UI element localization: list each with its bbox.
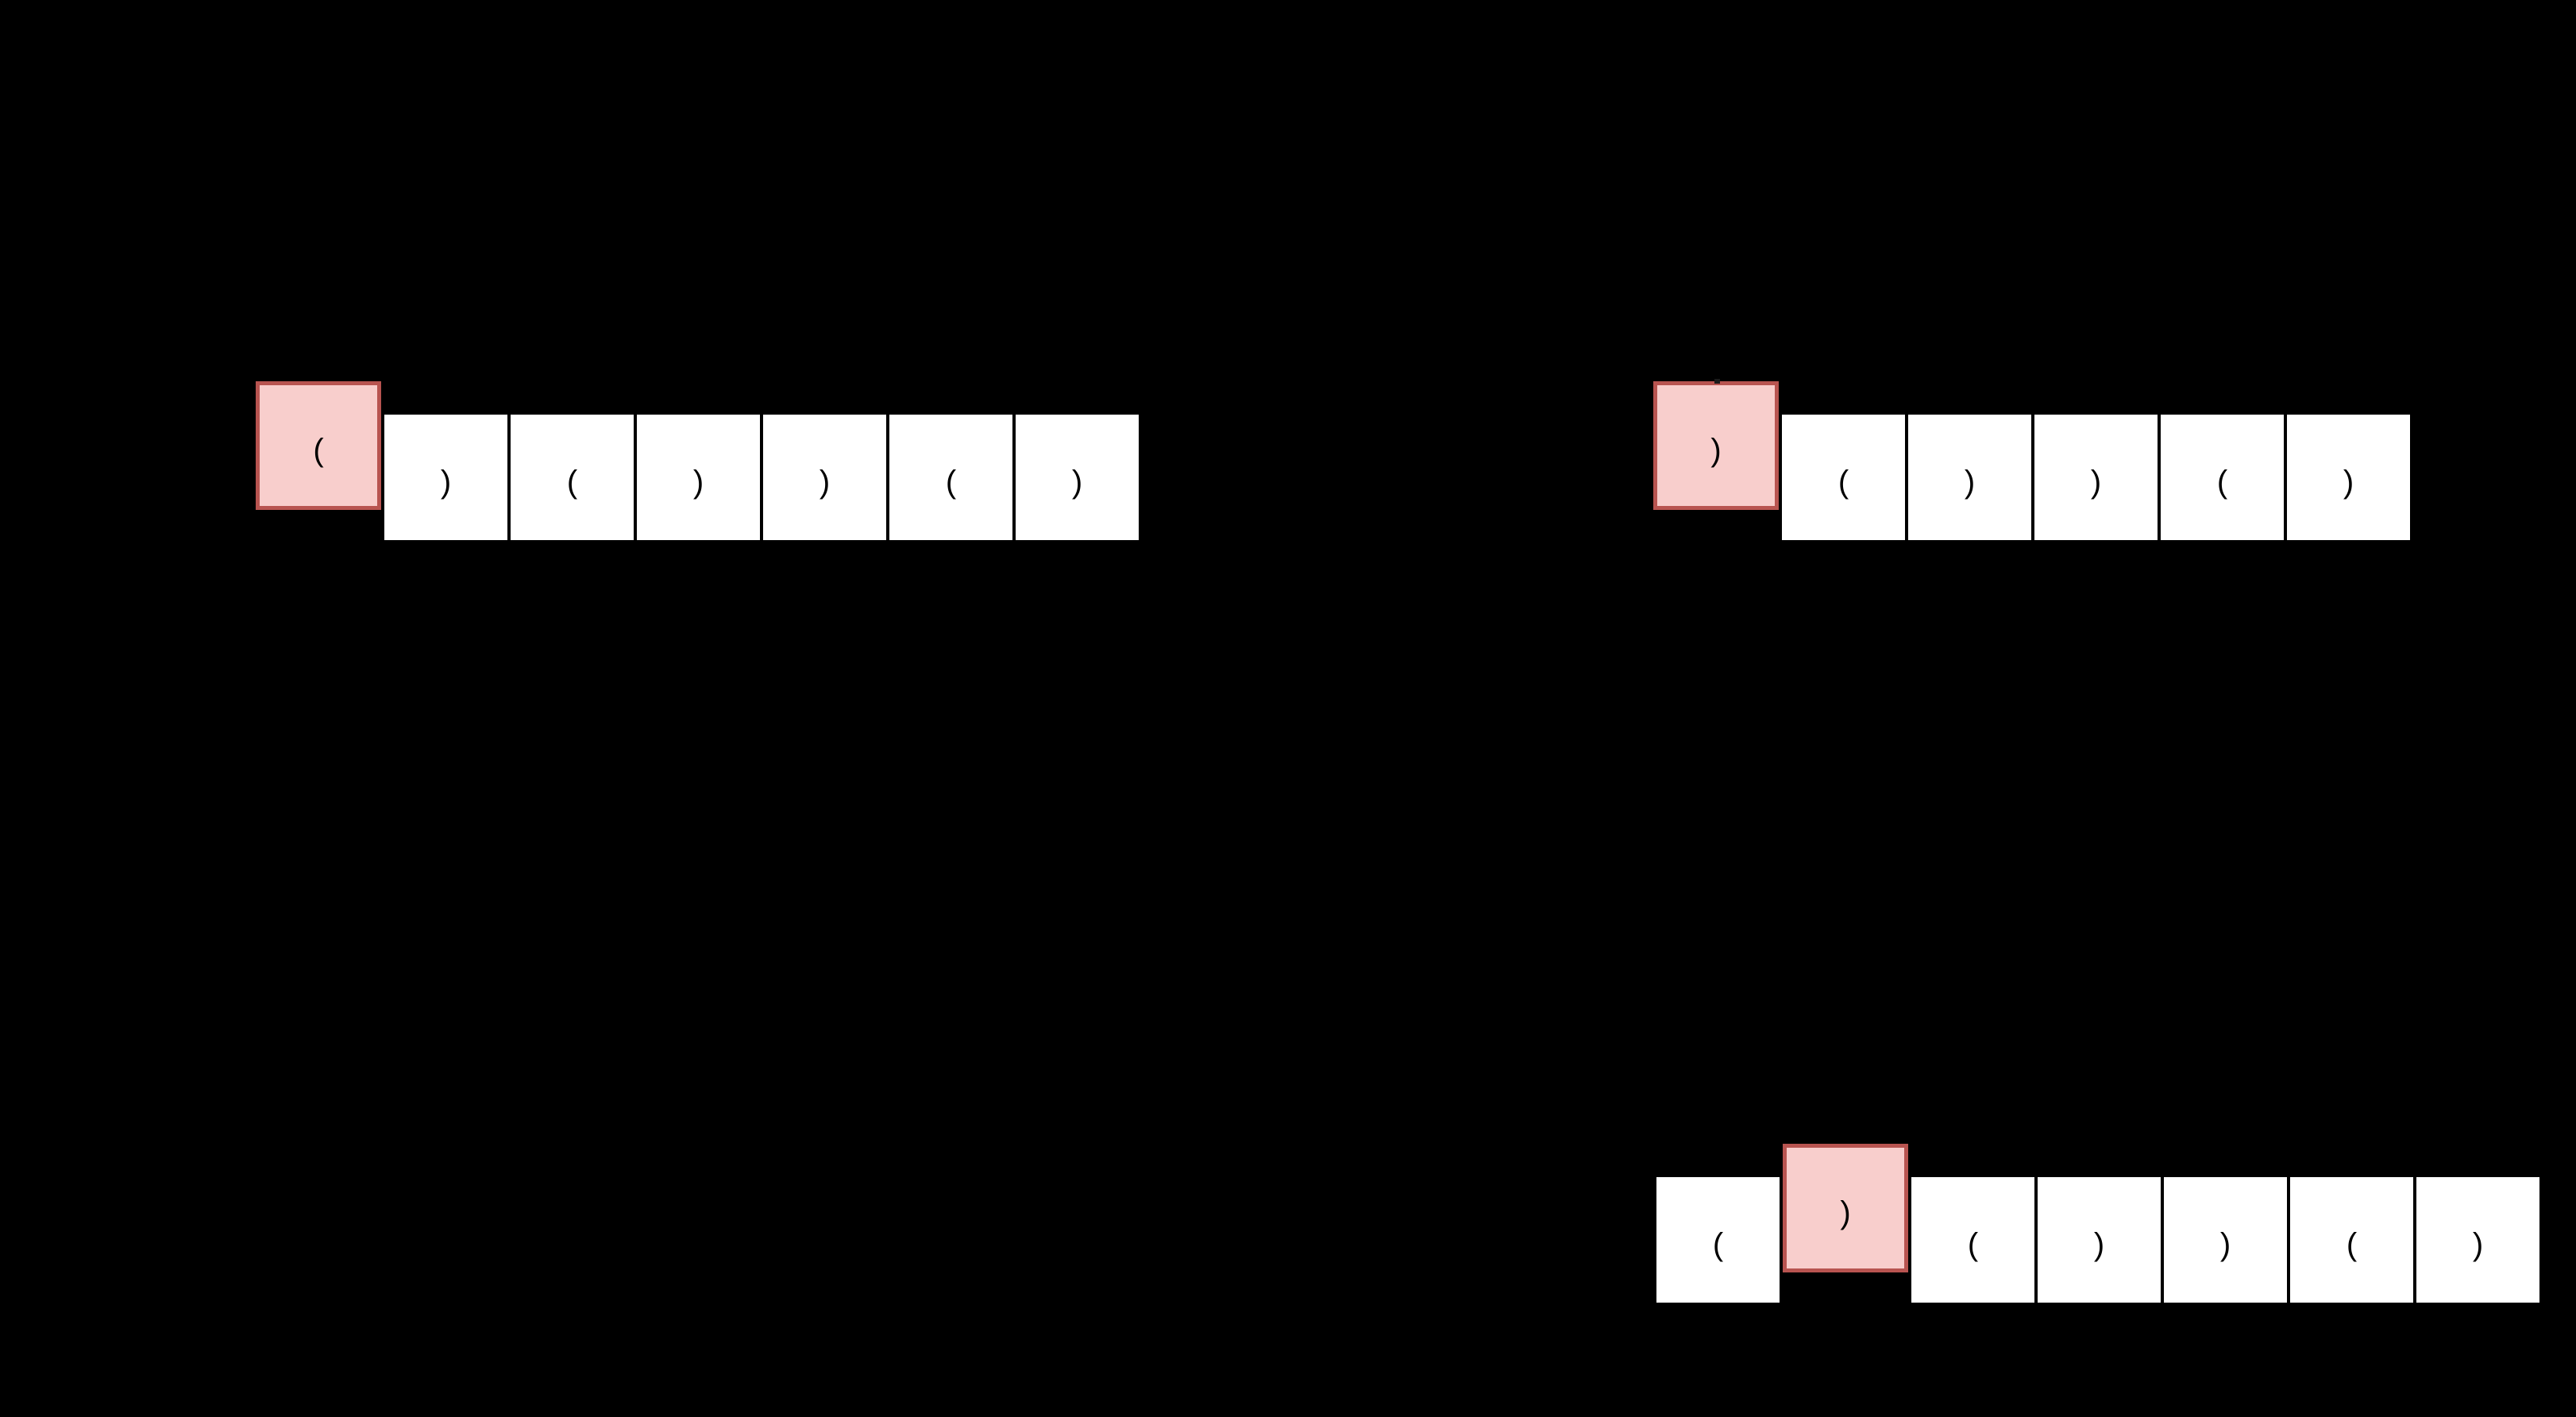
bracket-glyph: ( bbox=[1967, 1227, 1979, 1262]
bracket-glyph: ) bbox=[2472, 1227, 2484, 1262]
highlighted-bracket-cell: ( bbox=[256, 381, 381, 510]
bracket-cell: ( bbox=[2290, 1177, 2413, 1303]
bracket-cell: ) bbox=[1908, 415, 2031, 540]
bracket-cell: ( bbox=[1782, 415, 1905, 540]
bracket-glyph: ) bbox=[2219, 1227, 2231, 1262]
bracket-cell: ) bbox=[384, 415, 507, 540]
bracket-cell: ) bbox=[637, 415, 760, 540]
bracket-glyph: ) bbox=[440, 465, 452, 500]
highlighted-bracket-cell: ) bbox=[1653, 379, 1779, 510]
highlighted-bracket-cell: ) bbox=[1783, 1144, 1908, 1272]
bracket-cell: ( bbox=[1911, 1177, 2034, 1303]
bracket-glyph: ) bbox=[2093, 1227, 2105, 1262]
bracket-cell: ) bbox=[2034, 415, 2158, 540]
bracket-cell: ( bbox=[889, 415, 1012, 540]
bracket-glyph: ) bbox=[692, 465, 704, 500]
bracket-glyph: ) bbox=[2343, 465, 2354, 500]
bracket-sequence-row-top-left: () ()) () bbox=[256, 381, 1139, 543]
bracket-cell: ( bbox=[511, 415, 634, 540]
bracket-cell: ( bbox=[2161, 415, 2284, 540]
bracket-glyph: ) bbox=[819, 465, 831, 500]
bracket-glyph: ( bbox=[313, 433, 324, 468]
bracket-cell: ( bbox=[1656, 1177, 1780, 1303]
bracket-cell: ) bbox=[763, 415, 886, 540]
bracket-glyph: ( bbox=[1712, 1227, 1724, 1262]
bracket-glyph: ) bbox=[2090, 465, 2102, 500]
bracket-glyph: ( bbox=[2216, 465, 2228, 500]
bracket-glyph: ( bbox=[2346, 1227, 2358, 1262]
bracket-glyph: ( bbox=[1838, 465, 1849, 500]
bracket-glyph: ) bbox=[1964, 465, 1976, 500]
bracket-cell: ) bbox=[2416, 1177, 2539, 1303]
bracket-glyph: ( bbox=[566, 465, 578, 500]
bracket-cell: ) bbox=[2038, 1177, 2161, 1303]
bracket-glyph: ) bbox=[1071, 465, 1083, 500]
bracket-sequence-row-top-right: ) ()) () bbox=[1653, 379, 2410, 543]
bracket-glyph: ) bbox=[1840, 1195, 1851, 1230]
bracket-cell: ) bbox=[1016, 415, 1139, 540]
bracket-glyph: ) bbox=[1710, 433, 1722, 468]
bracket-cell: ) bbox=[2287, 415, 2410, 540]
arrow-tip-mark bbox=[1714, 379, 1720, 384]
bracket-sequence-row-bottom-right: () ()) () bbox=[1656, 1144, 2539, 1306]
bracket-glyph: ( bbox=[945, 465, 957, 500]
bracket-cell: ) bbox=[2164, 1177, 2287, 1303]
